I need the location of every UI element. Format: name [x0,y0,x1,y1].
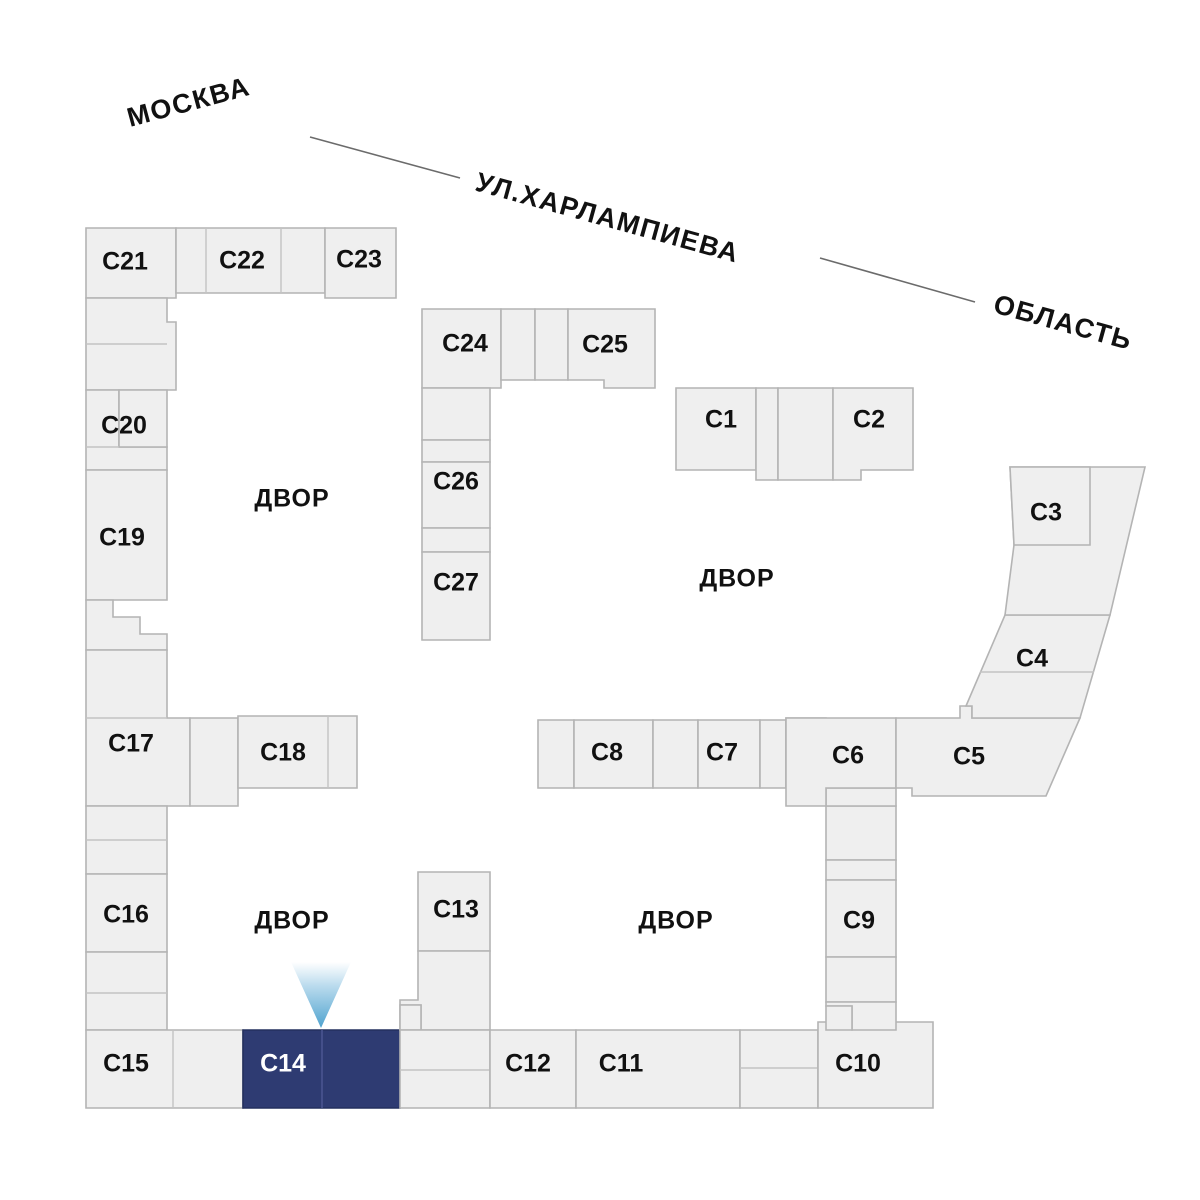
block-label-c9: C9 [843,907,875,935]
block-c21-shape[interactable] [85,227,177,299]
block-label-c6: C6 [832,742,864,770]
block-label-c3: C3 [1030,499,1062,527]
block-c17-shape[interactable] [85,649,191,807]
block-c2-left-shape[interactable] [777,387,834,481]
block-label-c26: C26 [433,468,479,496]
block-label-c27: C27 [433,569,479,597]
block-group-c17[interactable] [85,649,239,807]
block-labels: C1 C2 C3 C4 C5 C6 C7 C8 C9 C10 C11 C12 C… [99,246,1062,1078]
block-c9-lower-shape[interactable] [825,956,897,1003]
block-group-west-spine-lower[interactable] [85,805,168,875]
block-c13-base-shape[interactable] [399,1029,491,1109]
block-label-c17: C17 [108,730,154,758]
block-group-c3[interactable] [1004,466,1147,616]
block-group-c2[interactable] [777,387,914,481]
block-group-c23[interactable] [324,227,397,299]
block-group-c19[interactable] [85,469,168,651]
block-c7-left-shape[interactable] [652,719,699,789]
block-c22-dividers [205,228,282,293]
block-c20-annex-shape[interactable] [118,389,168,448]
bottom-connector-shape[interactable] [739,1029,819,1109]
block-group-c20[interactable] [85,389,168,471]
yard-label-nw: ДВОР [254,485,329,513]
block-c17-annex-shape[interactable] [189,717,239,807]
block-c27-shape[interactable] [421,551,491,641]
block-group-c22[interactable] [175,227,326,294]
label-moskva: МОСКВА [124,71,254,133]
block-c2-shape[interactable] [832,387,914,481]
block-group-west-spine-upper[interactable] [85,297,177,391]
leader-line-right [819,257,976,303]
label-oblast: ОБЛАСТЬ [990,289,1136,356]
leader-line-left [309,136,461,179]
block-c9-mid-shape[interactable] [825,859,897,881]
block-c24-right-shape[interactable] [500,308,536,381]
block-label-c20: C20 [101,412,147,440]
block-label-c8: C8 [591,739,623,767]
selection-arrow-triangle [291,962,351,1028]
block-c16-lower-shape[interactable] [85,951,168,1031]
block-c23-shape[interactable] [324,227,397,299]
block-label-c11: C11 [599,1050,644,1078]
block-label-c25: C25 [582,331,628,359]
street-leader-lines [309,136,976,303]
block-group-c25[interactable] [534,308,656,389]
block-c8-left-shape[interactable] [537,719,575,789]
yard-label-sw: ДВОР [254,907,329,935]
block-c19-step-shape[interactable] [85,599,168,651]
block-label-c24: C24 [442,330,488,358]
block-label-c15: C15 [103,1050,149,1078]
block-c25-left-shape[interactable] [534,308,569,381]
block-label-c21: C21 [102,248,148,276]
block-label-c7: C7 [706,739,738,767]
block-group-c9[interactable] [825,805,897,1031]
yard-label-ne: ДВОР [699,565,774,593]
block-label-c10: C10 [835,1050,881,1078]
block-label-c2: C2 [853,406,885,434]
block-c3-shape[interactable] [1009,466,1091,546]
selection-arrow [291,962,351,1028]
block-group-c27[interactable] [421,527,491,641]
block-label-c22: C22 [219,247,265,275]
block-label-c23: C23 [336,246,382,274]
block-group-bottom-connector[interactable] [739,1029,819,1109]
block-c7-right-shape[interactable] [759,719,787,789]
block-c9-upper-shape[interactable] [825,805,897,861]
label-street-name: УЛ.ХАРЛАМПИЕВА [472,167,743,269]
block-c24-shape[interactable] [421,308,502,389]
block-group-c18[interactable] [237,715,358,789]
block-c19-shape[interactable] [85,469,168,601]
block-label-c18: C18 [260,739,306,767]
yard-labels: ДВОР ДВОР ДВОР ДВОР [254,485,774,935]
block-group-c4[interactable] [964,614,1112,719]
block-label-c19: C19 [99,524,145,552]
block-group-c1[interactable] [675,387,779,481]
block-label-c16: C16 [103,901,149,929]
block-label-c12: C12 [505,1050,551,1078]
block-group-c16[interactable] [85,873,168,1031]
block-label-c5: C5 [953,743,985,771]
block-label-c13: C13 [433,896,479,924]
block-c5-shape[interactable] [895,705,1082,797]
block-c13-notch-shape[interactable] [399,1004,422,1031]
block-group-c13[interactable] [399,871,491,1109]
block-group-c26[interactable] [421,387,491,529]
block-c27-mid-shape[interactable] [421,527,491,553]
block-group-c21[interactable] [85,227,177,299]
block-group-c5[interactable] [895,705,1082,797]
block-group-c6[interactable] [785,717,897,807]
block-label-c14: C14 [260,1050,306,1078]
block-label-c1: C1 [705,406,737,434]
block-group-c7[interactable] [652,719,787,789]
block-c1-right-shape[interactable] [755,387,779,481]
block-c25-shape[interactable] [567,308,656,389]
block-c26-upper-shape[interactable] [421,387,491,441]
block-group-c8[interactable] [537,719,654,789]
block-c18-shape[interactable] [237,715,358,789]
block-label-c4: C4 [1016,645,1048,673]
yard-label-se: ДВОР [638,907,713,935]
block-c9-notch-shape[interactable] [825,1005,853,1031]
block-c26-mid-shape[interactable] [421,439,491,463]
